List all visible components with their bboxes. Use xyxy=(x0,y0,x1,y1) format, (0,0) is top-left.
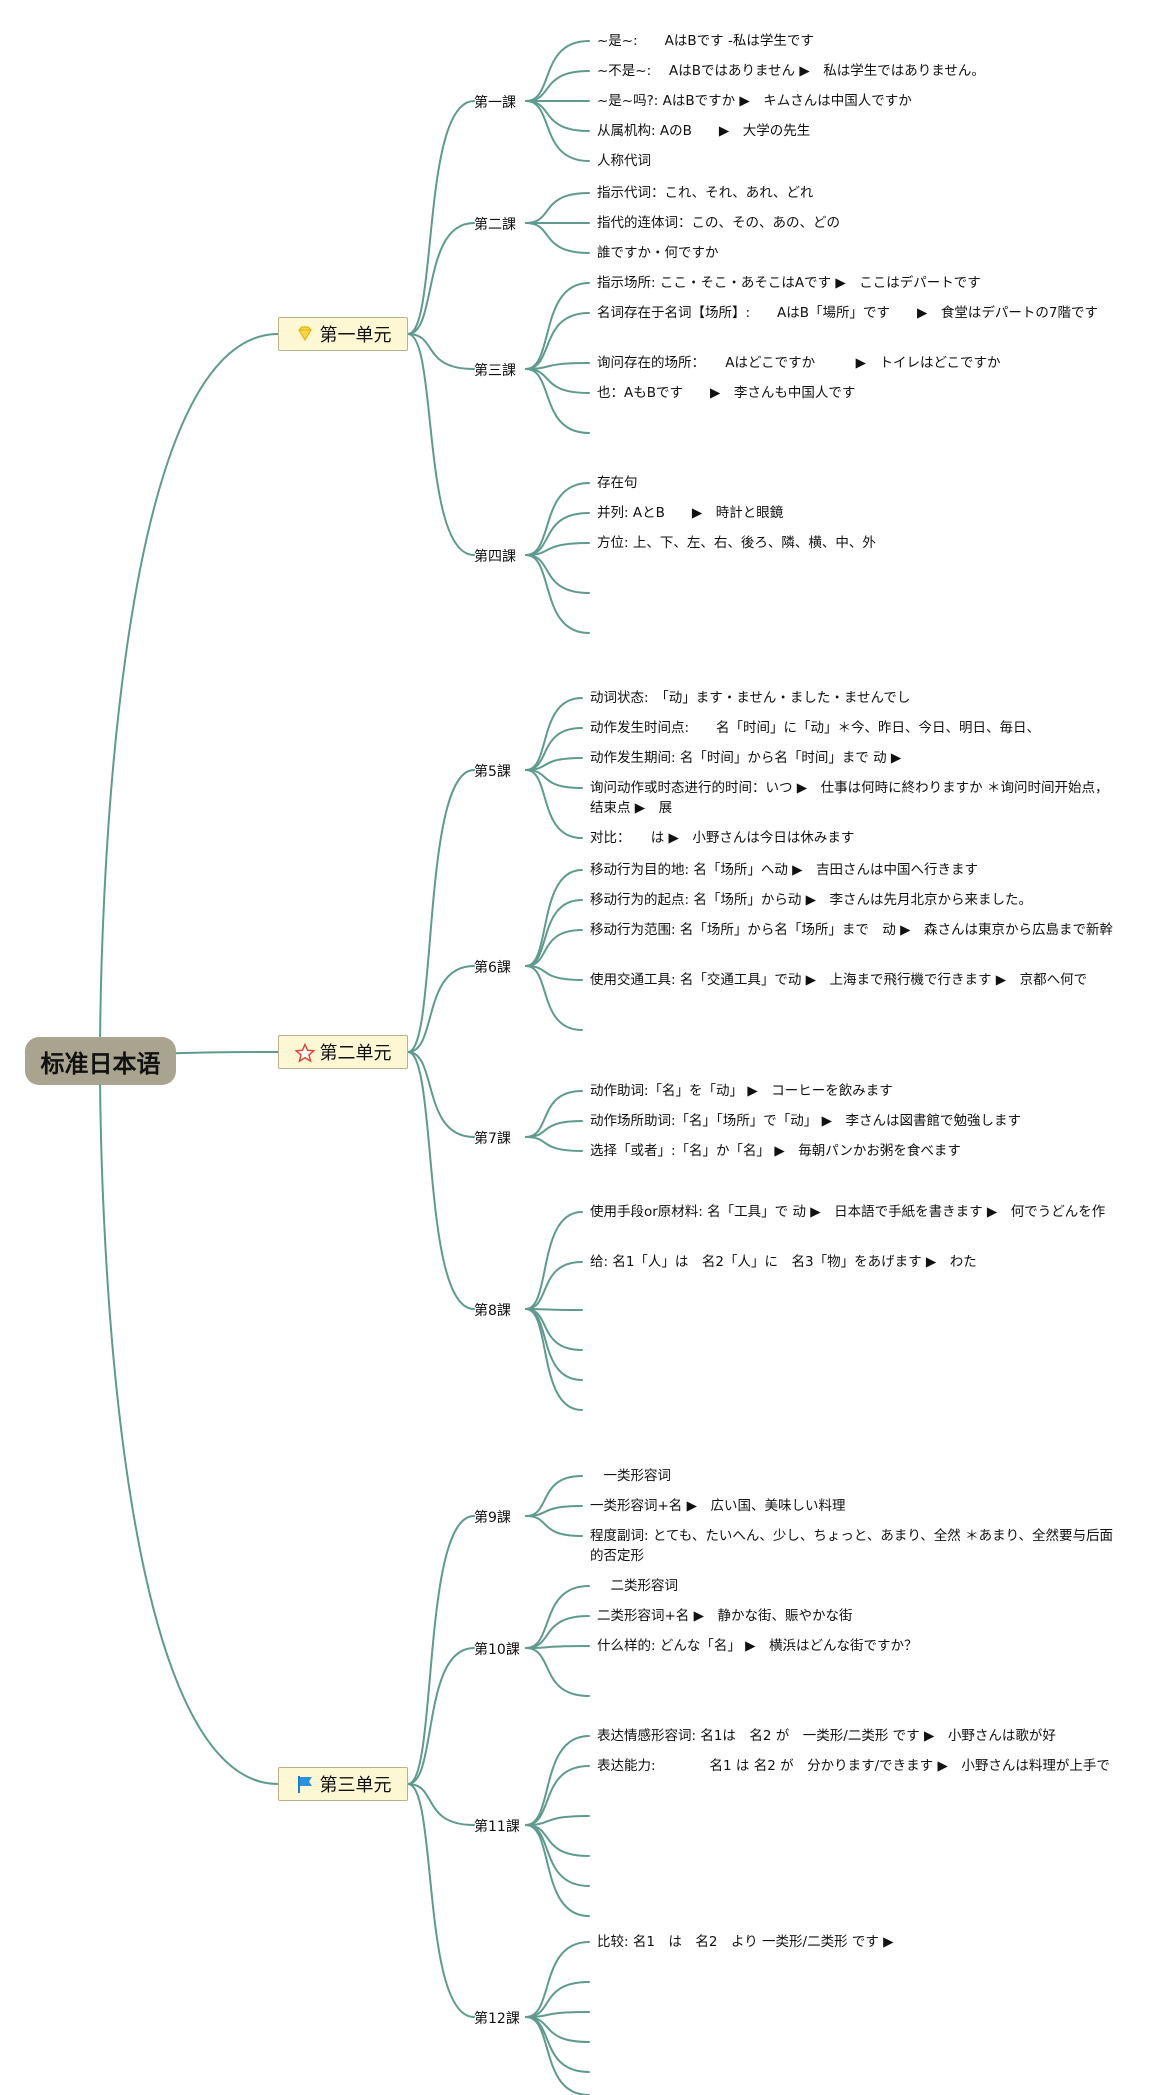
leaf-topic[interactable]: ~是~吗?: AはBですか ▶ キムさんは中国人ですか xyxy=(597,93,912,109)
lesson-node[interactable]: 第5課 xyxy=(474,764,511,780)
star-icon xyxy=(294,1042,315,1063)
lesson-node[interactable]: 第四課 xyxy=(474,549,516,565)
lesson-node[interactable]: 第二課 xyxy=(474,217,516,233)
leaf-topic[interactable]: 一类形容词+名 ▶ 広い国、美味しい料理 xyxy=(590,1498,846,1514)
leaf-topic[interactable]: 选择「或者」:「名」か「名」 ▶ 毎朝パンかお粥を食べます xyxy=(590,1143,961,1159)
leaf-topic[interactable]: 移动行为范围: 名「场所」から名「场所」まで 动 ▶ 森さんは東京から広島まで新… xyxy=(590,922,1114,938)
unit-label: 第二单元 xyxy=(319,1043,392,1064)
leaf-topic[interactable]: 指示场所: ここ・そこ・あそこはAです ▶ ここはデパートです xyxy=(597,275,981,291)
leaf-topic[interactable]: 一类形容词 xyxy=(590,1468,671,1484)
lesson-node[interactable]: 第9課 xyxy=(474,1510,511,1526)
leaf-topic[interactable]: 程度副词: とても、たいへん、少し、ちょっと、あまり、全然 ＊あまり、全然要与后… xyxy=(590,1528,1114,1564)
leaf-topic[interactable]: 名词存在于名词【场所】: AはB「場所」です ▶ 食堂はデパートの7階です xyxy=(597,305,1099,321)
leaf-topic[interactable]: 动词状态: 「动」ます・ません・ました・ませんでし xyxy=(590,690,911,706)
unit-node-2[interactable]: 第二单元 xyxy=(278,1035,408,1069)
lesson-node[interactable]: 第10課 xyxy=(474,1642,520,1658)
leaf-topic[interactable]: 使用交通工具: 名「交通工具」で动 ▶ 上海まで飛行機で行きます ▶ 京都へ何で xyxy=(590,972,1088,988)
leaf-topic[interactable]: 什么样的: どんな「名」 ▶ 横浜はどんな街ですか？ xyxy=(597,1638,918,1654)
flag-icon xyxy=(295,1774,315,1794)
leaf-topic[interactable]: 存在句 xyxy=(597,475,638,491)
lesson-node[interactable]: 第三課 xyxy=(474,363,516,379)
unit-label: 第三单元 xyxy=(319,1775,392,1796)
leaf-topic[interactable]: ~不是~: AはBではありません ▶ 私は学生ではありません。 xyxy=(597,63,985,79)
leaf-topic[interactable]: 移动行为目的地: 名「场所」へ动 ▶ 吉田さんは中国へ行きます xyxy=(590,862,979,878)
leaf-topic[interactable]: 比较: 名1 は 名2 より 一类形/二类形 です ▶ xyxy=(597,1934,894,1950)
leaf-topic[interactable]: 指示代词：これ、それ、あれ、どれ xyxy=(597,185,814,201)
leaf-topic[interactable]: 表达情感形容词: 名1は 名2 が 一类形/二类形 です ▶ 小野さんは歌が好 xyxy=(597,1728,1056,1744)
leaf-topic[interactable]: 从属机构: AのB ▶ 大学の先生 xyxy=(597,123,811,139)
leaf-topic[interactable]: 动作场所助词:「名」「场所」で「动」 ▶ 李さんは図書館で勉強します xyxy=(590,1113,1021,1129)
leaf-topic[interactable]: 移动行为的起点: 名「场所」から动 ▶ 李さんは先月北京から来ました。 xyxy=(590,892,1033,908)
leaf-topic[interactable]: 表达能力: 名1 は 名2 が 分かります/できます ▶ 小野さんは料理が上手で xyxy=(597,1758,1110,1774)
leaf-topic[interactable]: 询问存在的场所： Aはどこですか ▶ トイレはどこですか xyxy=(597,355,1001,371)
leaf-topic[interactable]: 并列: AとB ▶ 時計と眼鏡 xyxy=(597,505,784,521)
leaf-topic[interactable]: 指代的连体词：この、その、あの、どの xyxy=(597,215,840,231)
leaf-topic[interactable]: 人称代词 xyxy=(597,153,651,169)
leaf-topic[interactable]: 方位: 上、下、左、右、後ろ、隣、横、中、外 xyxy=(597,535,876,551)
leaf-topic[interactable]: 誰ですか・何ですか xyxy=(597,245,719,261)
lesson-node[interactable]: 第11課 xyxy=(474,1819,520,1835)
lesson-node[interactable]: 第8課 xyxy=(474,1303,511,1319)
leaf-topic[interactable]: 二类形容词+名 ▶ 静かな街、賑やかな街 xyxy=(597,1608,853,1624)
unit-node-3[interactable]: 第三单元 xyxy=(278,1767,408,1801)
leaf-topic[interactable]: 动作助词:「名」を「动」 ▶ コーヒーを飲みます xyxy=(590,1083,893,1099)
leaf-topic[interactable]: 询问动作或时态进行的时间：いつ ▶ 仕事は何時に終わりますか ＊询问时间开始点，… xyxy=(590,780,1109,816)
leaf-topic[interactable]: 使用手段or原材料: 名「工具」で 动 ▶ 日本語で手紙を書きます ▶ 何でうど… xyxy=(590,1204,1106,1220)
leaf-topic[interactable]: 二类形容词 xyxy=(597,1578,678,1594)
lesson-node[interactable]: 第6課 xyxy=(474,960,511,976)
leaf-topic[interactable]: 给: 名1「人」は 名2「人」に 名3「物」をあげます ▶ わた xyxy=(590,1254,977,1270)
lesson-node[interactable]: 第7課 xyxy=(474,1131,511,1147)
leaf-topic[interactable]: 也：AもBです ▶ 李さんも中国人です xyxy=(597,385,856,401)
leaf-topic[interactable]: 对比： は ▶ 小野さんは今日は休みます xyxy=(590,830,855,846)
lesson-node[interactable]: 第12課 xyxy=(474,2011,520,2027)
leaf-topic[interactable]: 动作发生期间: 名「时间」から名「时间」まで 动 ▶ xyxy=(590,750,902,766)
diamond-icon xyxy=(295,324,315,344)
unit-node-1[interactable]: 第一单元 xyxy=(278,317,408,351)
leaf-topic[interactable]: ~是~: AはBです -私は学生です xyxy=(597,33,814,49)
root-topic[interactable]: 标准日本语 xyxy=(25,1037,176,1085)
lesson-node[interactable]: 第一課 xyxy=(474,95,516,111)
leaf-topic[interactable]: 动作发生时间点: 名「时间」に「动」＊今、昨日、今日、明日、毎日、 xyxy=(590,720,1041,736)
unit-label: 第一单元 xyxy=(319,325,392,346)
